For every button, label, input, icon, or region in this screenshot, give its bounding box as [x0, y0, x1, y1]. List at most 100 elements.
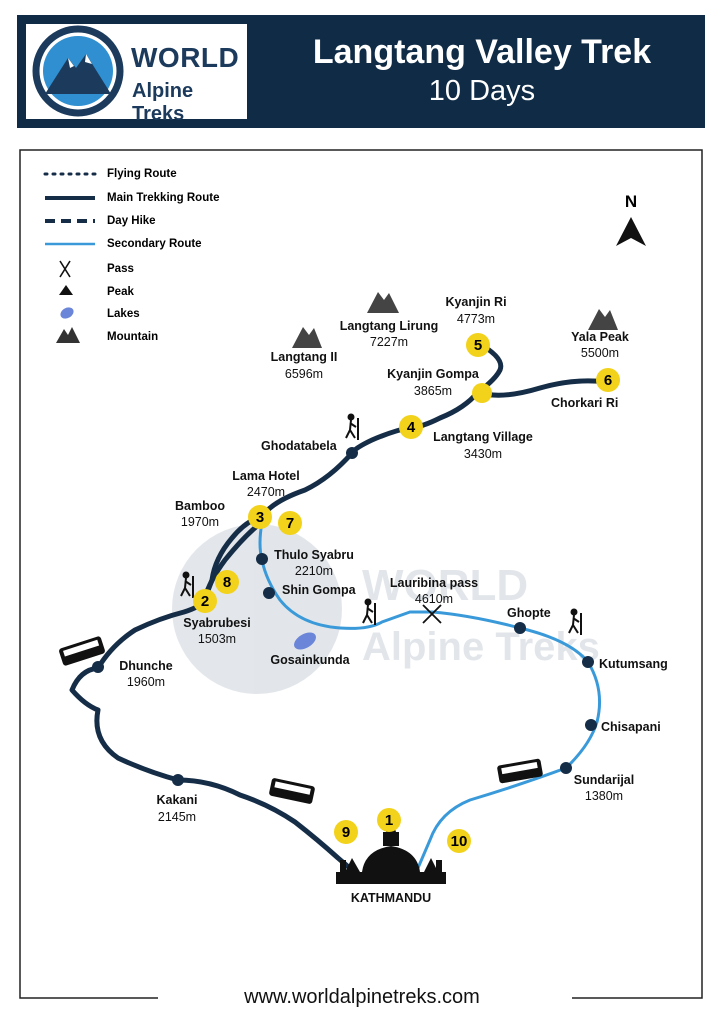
legend-label: Main Trekking Route [107, 192, 219, 204]
place-elev: 4610m [415, 592, 453, 606]
place-name: Syabrubesi [183, 616, 250, 630]
waypoint-dot [256, 553, 268, 565]
legend-label: Flying Route [107, 168, 177, 180]
svg-text:6: 6 [604, 372, 612, 389]
gosainkunda-lake-icon [294, 632, 316, 650]
hiker-icon [345, 413, 359, 440]
day-marker-3: 3 [248, 505, 272, 529]
svg-text:4: 4 [407, 419, 416, 436]
place-elev: 1970m [181, 515, 219, 529]
header-banner: WORLD Alpine Treks Langtang Valley Trek … [17, 15, 705, 128]
waypoints [92, 447, 597, 786]
main-trekking-route [201, 519, 265, 603]
mountain-icon [56, 327, 80, 343]
place-elev: 2210m [295, 564, 333, 578]
place-name: Kutumsang [599, 657, 668, 671]
place-name: Sundarijal [574, 773, 634, 787]
waypoint-dot [263, 587, 275, 599]
place-name: Lauribina pass [390, 576, 478, 590]
svg-text:9: 9 [342, 824, 350, 841]
logo-word: WORLD [131, 42, 240, 73]
waypoint-dot [585, 719, 597, 731]
place-elev: 1960m [127, 675, 165, 689]
place-name: Dhunche [119, 659, 173, 673]
place-name: Thulo Syabru [274, 548, 354, 562]
mountain-elev: 5500m [581, 346, 619, 360]
peak-icon [59, 285, 73, 295]
svg-text:7: 7 [286, 515, 294, 532]
svg-text:2: 2 [201, 593, 209, 610]
pass-icon [422, 604, 442, 624]
hiker-icon [180, 571, 194, 598]
waypoint-dot [514, 622, 526, 634]
place-name: Shin Gompa [282, 583, 357, 597]
waypoint-dot [172, 774, 184, 786]
lake-icon [60, 307, 74, 319]
waypoint-dot [582, 656, 594, 668]
mountain-name: Langtang II [271, 350, 338, 364]
place-elev: 2145m [158, 810, 196, 824]
svg-text:N: N [625, 192, 637, 211]
day-marker-6: 6 [596, 368, 620, 392]
place-elev: 1380m [585, 789, 623, 803]
bus-icon [59, 636, 105, 666]
day-marker-8: 8 [215, 570, 239, 594]
place-name: Gosainkunda [270, 653, 350, 667]
place-name: Ghopte [507, 606, 551, 620]
place-name: Chorkari Ri [551, 396, 618, 410]
place-name: Kyanjin Gompa [387, 367, 480, 381]
bus-icon [497, 758, 543, 784]
legend: Flying Route Main Trekking Route Day Hik… [43, 168, 219, 343]
mountain-name: Langtang Lirung [340, 319, 439, 333]
day-marker-5: 5 [466, 333, 490, 357]
legend-label: Lakes [107, 308, 140, 320]
place-name: Lama Hotel [232, 469, 299, 483]
svg-text:WORLD: WORLD [362, 561, 528, 610]
day-markers: 1 2 3 4 5 6 7 8 9 10 [193, 333, 620, 853]
svg-text:1: 1 [385, 812, 393, 829]
day-marker-1: 1 [377, 808, 401, 832]
page-subtitle: 10 Days [428, 75, 536, 107]
legend-label: Pass [107, 263, 134, 275]
waypoint-dot [92, 661, 104, 673]
waypoint-dot [346, 447, 358, 459]
kyanjin-gompa-marker [472, 383, 492, 403]
map-frame [19, 149, 703, 999]
mountain-elev: 6596m [285, 367, 323, 381]
svg-text:5: 5 [474, 337, 482, 354]
hiker-icon [362, 598, 376, 625]
place-elev: 2470m [247, 485, 285, 499]
mountain-icon [292, 327, 322, 348]
mountain-name: Yala Peak [571, 330, 629, 344]
hiker-icon [568, 608, 582, 635]
legend-label: Mountain [107, 331, 158, 343]
legend-label: Peak [107, 286, 134, 298]
kathmandu-stupa-icon [336, 816, 446, 884]
place-name: Bamboo [175, 499, 225, 513]
place-name: Kakani [157, 793, 198, 807]
svg-text:Alpine Treks: Alpine Treks [362, 625, 600, 669]
svg-text:10: 10 [451, 833, 468, 850]
place-name: Chisapani [601, 720, 661, 734]
place-elev: 4773m [457, 312, 495, 326]
svg-text:3: 3 [256, 509, 264, 526]
legend-label: Secondary Route [107, 238, 202, 250]
waypoint-dot [560, 762, 572, 774]
north-arrow-icon: N [616, 192, 646, 246]
logo: WORLD Alpine Treks [26, 24, 247, 125]
place-elev: 3865m [414, 384, 452, 398]
day-marker-9: 9 [334, 820, 358, 844]
logo-mountain-icon [32, 25, 124, 117]
place-name: Langtang Village [433, 430, 533, 444]
footer-website-link[interactable]: www.worldalpinetreks.com [244, 986, 480, 1008]
place-elev: 3430m [464, 447, 502, 461]
day-marker-4: 4 [399, 415, 423, 439]
pass-icon [59, 260, 71, 278]
legend-label: Day Hike [107, 215, 156, 227]
mountain-icon [588, 309, 618, 330]
day-marker-10: 10 [447, 829, 471, 853]
page-title: Langtang Valley Trek [312, 33, 652, 71]
place-name: Ghodatabela [261, 439, 338, 453]
svg-text:8: 8 [223, 574, 231, 591]
